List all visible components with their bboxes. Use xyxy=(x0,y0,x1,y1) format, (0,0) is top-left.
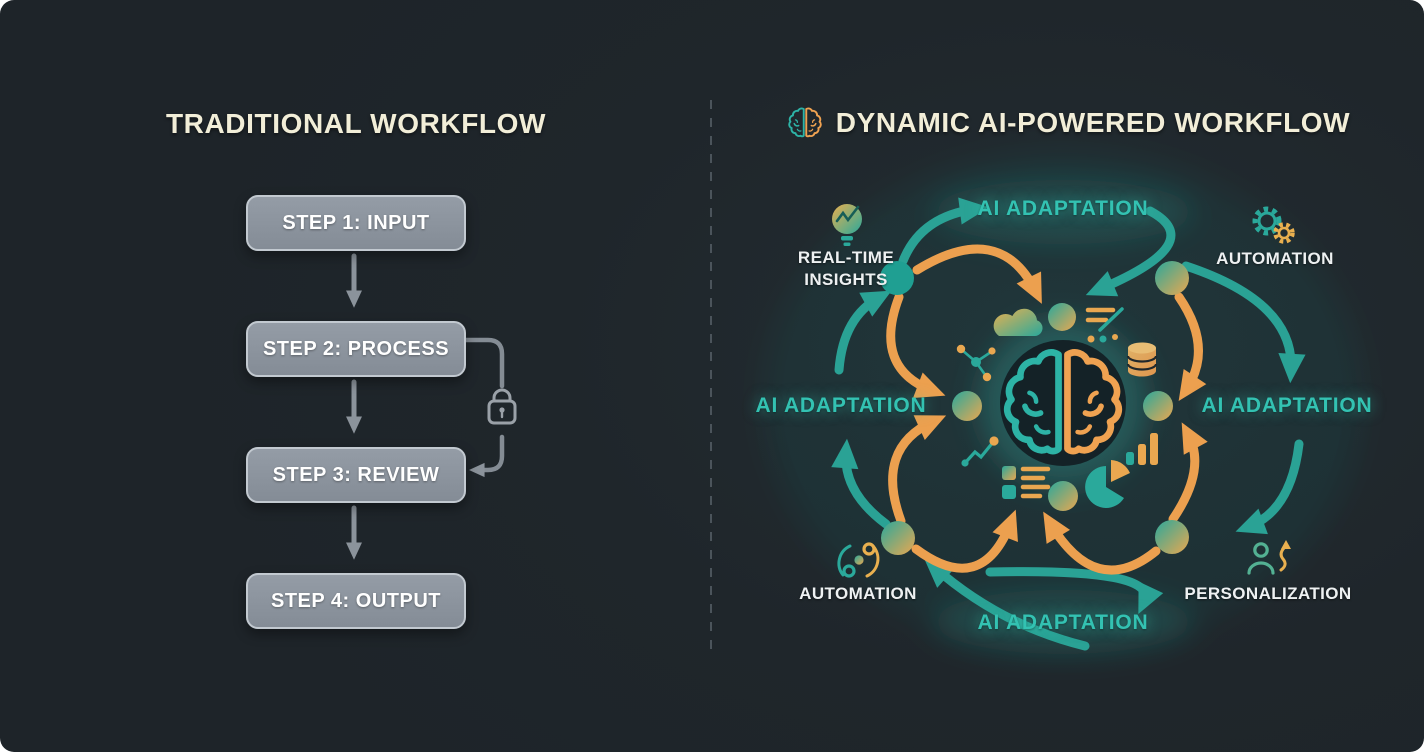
bar-chart-icon xyxy=(1126,433,1158,465)
ai-workflow-diagram xyxy=(763,150,1363,654)
list-icon xyxy=(1002,466,1051,499)
step-box-output: STEP 4: OUTPUT xyxy=(246,573,466,629)
teal-cycle-arrows xyxy=(831,197,1306,651)
left-flow-connectors xyxy=(346,253,517,560)
node-bottom-left xyxy=(881,521,915,555)
pie-chart-icon xyxy=(1085,460,1130,508)
sort-lines-icon xyxy=(1085,307,1124,343)
node-inner-right xyxy=(1143,391,1173,421)
trend-line-icon xyxy=(961,436,999,467)
step-box-process: STEP 2: PROCESS xyxy=(246,321,466,377)
left-title-text: TRADITIONAL WORKFLOW xyxy=(165,108,547,139)
step-box-review: STEP 3: REVIEW xyxy=(246,447,466,503)
database-icon xyxy=(1126,342,1158,377)
loop-top-segment xyxy=(460,337,505,389)
node-inner-left xyxy=(952,391,982,421)
molecule-icon xyxy=(956,344,996,382)
lightbulb-icon xyxy=(832,204,862,246)
outer-nodes xyxy=(880,261,1189,555)
step-box-input: STEP 1: INPUT xyxy=(246,195,466,251)
brain-hub-circle xyxy=(1000,340,1126,466)
node-inner-top xyxy=(1048,303,1076,331)
locked-loop-connector xyxy=(460,337,505,478)
inner-nodes xyxy=(952,303,1173,511)
person-growth-icon xyxy=(1247,540,1291,575)
orange-cycle-arrows xyxy=(886,244,1208,575)
step-label: STEP 4: OUTPUT xyxy=(271,589,441,612)
node-inner-bottom xyxy=(1048,481,1078,511)
node-top-left xyxy=(880,261,914,295)
step-label: STEP 2: PROCESS xyxy=(262,337,450,360)
cloud-icon xyxy=(993,308,1043,336)
left-panel-title: TRADITIONAL WORKFLOW xyxy=(0,108,712,140)
gears-icon xyxy=(1252,206,1295,244)
right-title-text: DYNAMIC AI-POWERED WORKFLOW xyxy=(835,107,1351,138)
lock-icon xyxy=(487,388,517,425)
node-top-right xyxy=(1155,261,1189,295)
step-label: STEP 3: REVIEW xyxy=(272,463,440,486)
step-label: STEP 1: INPUT xyxy=(282,211,430,234)
right-panel-title: DYNAMIC AI-POWERED WORKFLOW xyxy=(712,106,1424,140)
loop-bottom-segment xyxy=(468,434,505,478)
panel-divider xyxy=(710,100,712,652)
node-bottom-right xyxy=(1155,520,1189,554)
automation-nodes-icon xyxy=(837,542,880,578)
